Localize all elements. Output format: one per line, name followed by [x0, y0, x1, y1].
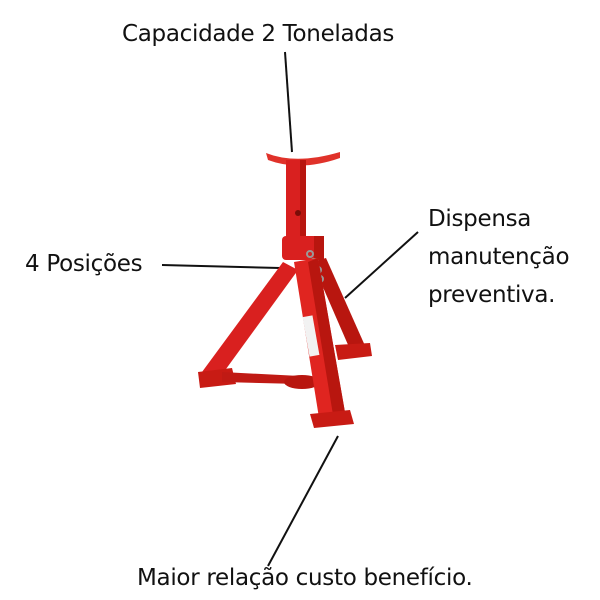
leader-line-value — [267, 435, 339, 567]
value-label: Maior relação custo benefício. — [137, 565, 473, 591]
jack-stand — [198, 152, 372, 428]
leader-line-positions — [161, 264, 281, 269]
leader-line-capacity — [284, 51, 293, 153]
maintenance-label-line1: Dispensa — [428, 206, 532, 232]
positions-label: 4 Posições — [25, 251, 143, 277]
maintenance-label-line2: manutenção — [428, 244, 570, 270]
maintenance-label-line3: preventiva. — [428, 282, 556, 308]
leader-line-maintenance — [344, 231, 419, 299]
capacity-label: Capacidade 2 Toneladas — [122, 21, 395, 47]
